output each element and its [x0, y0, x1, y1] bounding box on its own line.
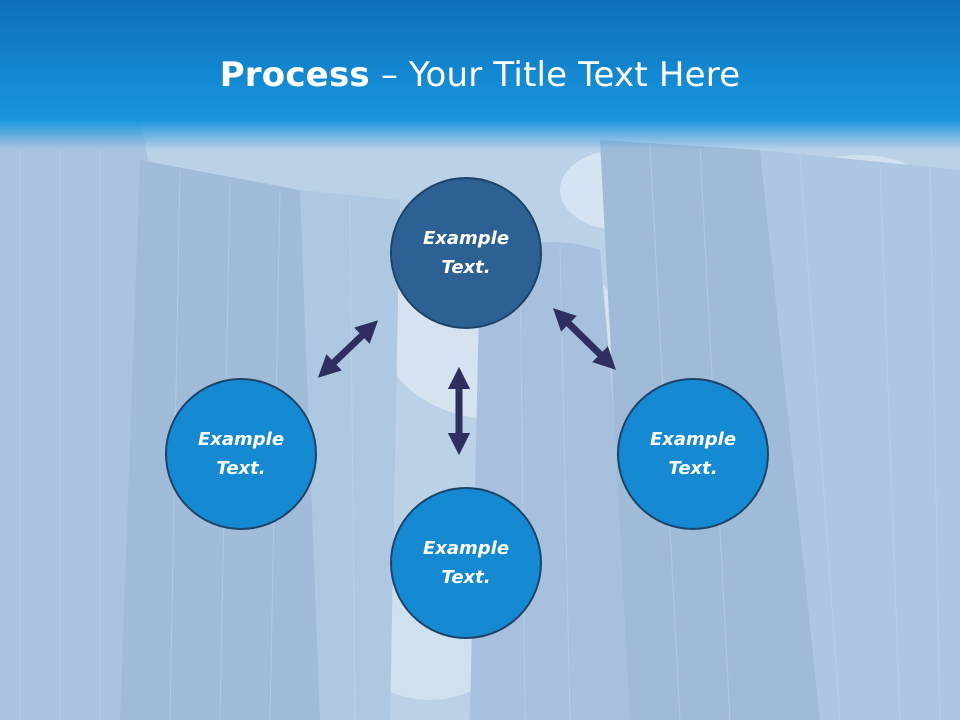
process-node-right[interactable]: Example Text.	[617, 378, 769, 530]
node-left-line2: Text.	[216, 458, 266, 479]
arrow-left-top	[317, 320, 379, 378]
process-node-left[interactable]: Example Text.	[165, 378, 317, 530]
node-left-line1: Example	[197, 429, 285, 450]
node-bottom-line1: Example	[422, 538, 510, 559]
process-node-top[interactable]: Example Text.	[390, 177, 542, 329]
title-bar	[0, 0, 960, 150]
title-rest: – Your Title Text Here	[369, 55, 741, 95]
node-top-line2: Text.	[441, 257, 491, 278]
node-right-line1: Example	[649, 429, 737, 450]
node-top-line1: Example	[422, 228, 510, 249]
title-bold: Process	[219, 55, 370, 95]
process-node-bottom[interactable]: Example Text.	[390, 487, 542, 639]
node-bottom-line2: Text.	[441, 567, 491, 588]
arrow-right-top	[552, 308, 617, 370]
node-right-line2: Text.	[668, 458, 718, 479]
slide-title: Process – Your Title Text Here	[0, 52, 960, 98]
